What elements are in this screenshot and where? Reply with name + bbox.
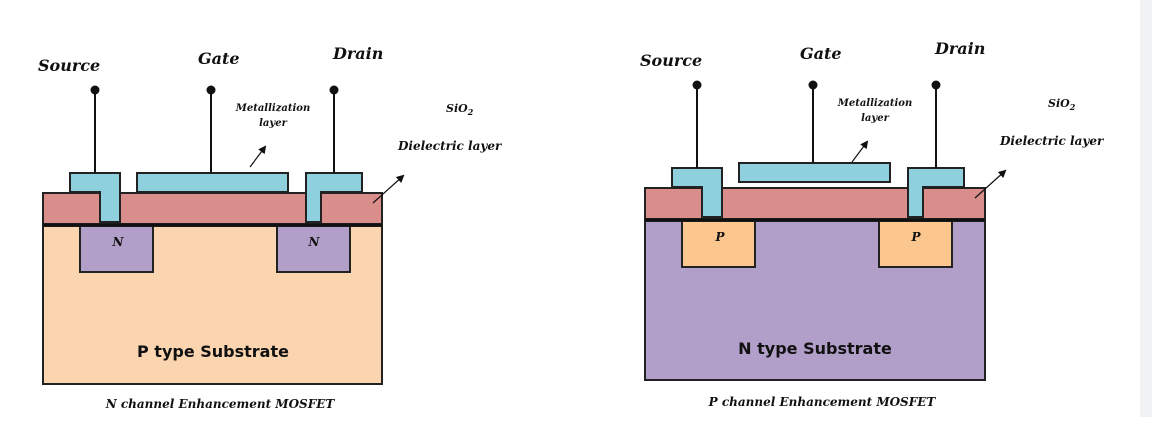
gate-terminal-dot (206, 85, 216, 95)
drain-contact (907, 167, 965, 218)
drain-terminal-dot (931, 80, 941, 90)
gate-label: Gate (800, 44, 842, 63)
drain-label: Drain (332, 44, 383, 63)
oxide-layer (644, 187, 986, 220)
drain-region-label: P (910, 230, 921, 244)
scrollbar-strip (1140, 0, 1152, 417)
metallization-arrow (851, 140, 869, 163)
metallization-arrow (249, 145, 267, 168)
drain-terminal-dot (329, 85, 339, 95)
diagram-caption: N channel Enhancement MOSFET (105, 397, 336, 411)
drain-contact (305, 172, 363, 223)
dielectric-label: Dielectric layer (999, 134, 1105, 148)
sio2-subscript: 2 (1069, 102, 1076, 112)
gate-terminal-dot (808, 80, 818, 90)
source-terminal-dot (692, 80, 702, 90)
metallization-label-line1: Metallization (235, 103, 310, 114)
dielectric-arrow (974, 169, 1007, 199)
source-region-label: P (714, 230, 725, 244)
source-terminal-dot (90, 85, 100, 95)
source-region (681, 220, 756, 268)
drain-region (276, 225, 351, 273)
source-contact (69, 172, 121, 223)
metallization-label-line2: layer (259, 118, 287, 129)
substrate-label: P type Substrate (137, 342, 289, 361)
drain-region (878, 220, 953, 268)
sio2-subscript: 2 (467, 107, 474, 117)
source-region (79, 225, 154, 273)
dielectric-arrow (372, 174, 405, 204)
metallization-label-line1: Metallization (837, 98, 912, 109)
source-label: Source (38, 56, 100, 75)
sio2-label: SiO2 (446, 102, 474, 117)
metallization-label-line2: layer (861, 113, 889, 124)
gate-metal (136, 172, 289, 193)
drain-label: Drain (934, 39, 985, 58)
sio2-label: SiO2 (1048, 97, 1076, 112)
gate-metal (738, 162, 891, 183)
source-region-label: N (112, 235, 125, 249)
dielectric-label: Dielectric layer (397, 139, 503, 153)
source-label: Source (640, 51, 702, 70)
oxide-layer (42, 192, 383, 225)
diagram-caption: P channel Enhancement MOSFET (708, 395, 937, 409)
substrate-label: N type Substrate (738, 339, 892, 358)
drain-region-label: N (308, 235, 321, 249)
source-contact (671, 167, 723, 218)
gate-label: Gate (198, 49, 240, 68)
